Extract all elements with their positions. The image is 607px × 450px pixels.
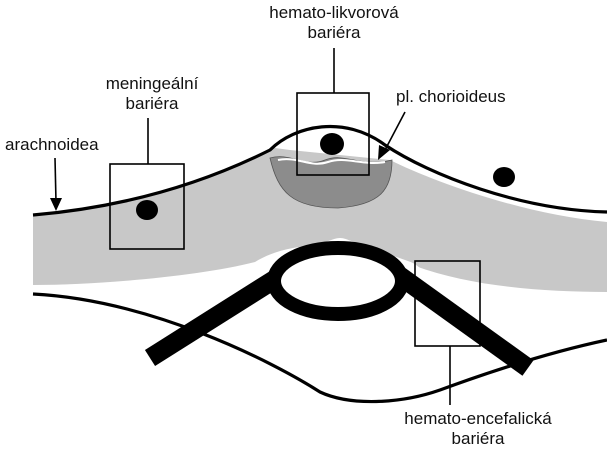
leader-arachnoidea — [54, 157, 57, 203]
arrowhead-arachnoidea — [50, 198, 62, 211]
choroid-plexus — [269, 156, 393, 209]
vessel-arm-right — [394, 268, 534, 376]
leader-pl-chorioideus — [384, 111, 406, 151]
label-meningealni-line2: bariéra — [126, 94, 179, 113]
vessel-arm-left — [144, 267, 286, 367]
label-hemato-encefalicka-line1: hemato-encefalická — [404, 409, 552, 428]
label-hemato-encefalicka-line2: bariéra — [452, 429, 505, 448]
label-hemato-likvorova-line1: hemato-likvorová — [269, 3, 399, 22]
arachnoidea-membrane — [32, 124, 607, 217]
arrowhead-pl-chorioideus — [378, 145, 390, 160]
cell-nucleus-right — [493, 167, 515, 187]
box-hemato-encefalicka-barrier — [414, 260, 481, 347]
choroid-plexus-highlight — [277, 158, 386, 165]
tissue-band — [33, 148, 607, 292]
cell-nucleus-meningeal — [136, 200, 158, 220]
vessel-ring — [267, 241, 409, 321]
label-hemato-likvorova-line2: bariéra — [308, 23, 361, 42]
label-meningealni-line1: meningeální — [106, 74, 199, 93]
cell-nucleus-plexus — [320, 133, 344, 155]
label-pl-chorioideus: pl. chorioideus — [396, 87, 506, 106]
box-hemato-likvorova-barrier — [296, 92, 370, 176]
label-arachnoidea: arachnoidea — [5, 135, 99, 154]
box-meningeal-barrier — [109, 163, 185, 250]
